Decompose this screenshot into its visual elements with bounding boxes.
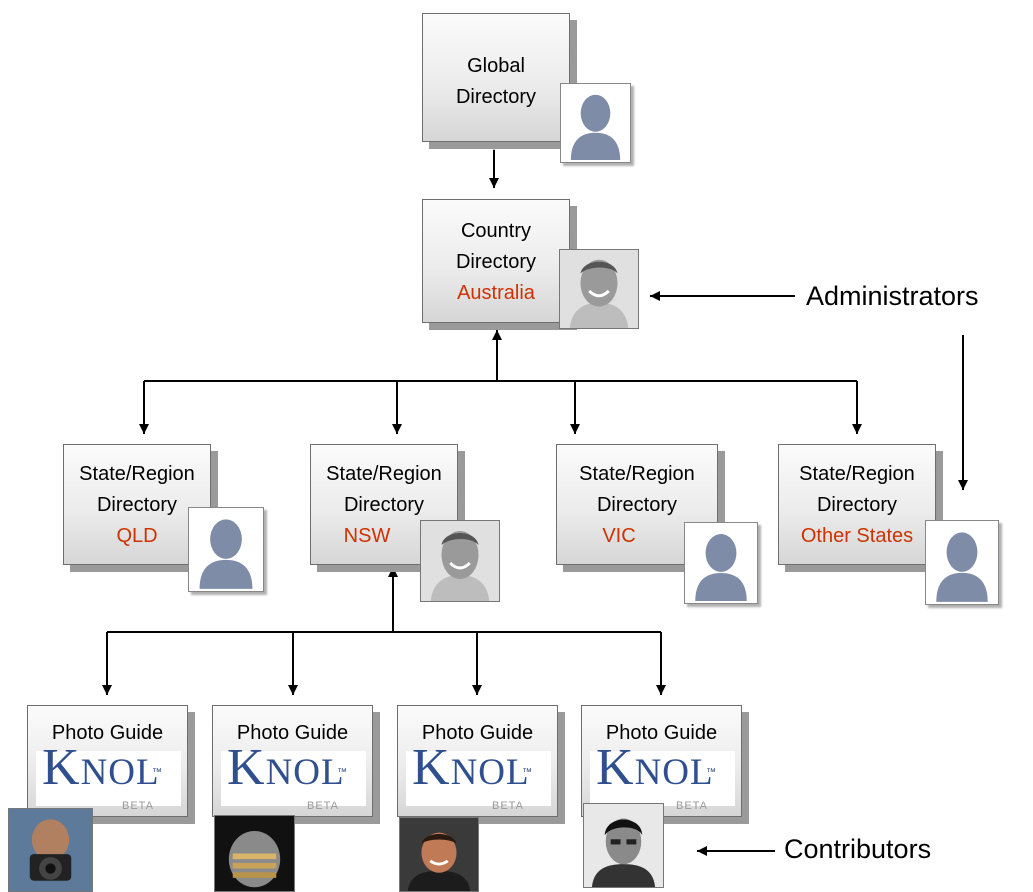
node-title-line1: State/Region <box>799 463 915 485</box>
node-title-line2: Directory <box>816 494 897 516</box>
node-title-line1: Global <box>467 55 525 77</box>
node-title-line1: State/Region <box>326 463 442 485</box>
admin-photo-country <box>559 249 639 329</box>
node-photo-guide-2[interactable]: Photo Guide KNOL ™ BETA <box>212 705 373 817</box>
node-global-directory[interactable]: Global Directory <box>422 13 570 142</box>
node-title: Photo Guide <box>236 722 349 744</box>
node-title-line1: State/Region <box>579 463 695 485</box>
administrators-label: Administrators <box>806 281 979 311</box>
node-region-name: QLD <box>116 525 158 547</box>
contributor-photo-3 <box>399 817 479 892</box>
contributor-photo-4 <box>583 803 664 888</box>
node-photo-guide-1[interactable]: Photo Guide KNOL ™ BETA <box>27 705 188 817</box>
knol-logo: KNOL ™ BETA <box>221 742 366 812</box>
node-region-name: Other States <box>800 525 914 547</box>
node-title-line2: Directory <box>96 494 177 516</box>
node-title-line1: Country <box>460 220 532 242</box>
node-title: Photo Guide <box>51 722 164 744</box>
contributor-photo-1 <box>8 808 93 892</box>
avatar-placeholder-icon <box>925 520 999 605</box>
contributor-photo-2 <box>214 815 295 892</box>
node-state-other[interactable]: State/Region Directory Other States <box>778 444 936 565</box>
node-title-line2: Directory <box>455 86 536 108</box>
node-title-line2: Directory <box>343 494 424 516</box>
node-photo-guide-3[interactable]: Photo Guide KNOL ™ BETA <box>397 705 558 817</box>
node-title: Photo Guide <box>605 722 718 744</box>
node-region-name: Australia <box>457 282 535 304</box>
knol-logo: KNOL ™ BETA <box>406 742 551 812</box>
knol-logo: KNOL ™ BETA <box>590 742 735 812</box>
node-region-name: VIC <box>602 525 636 547</box>
node-photo-guide-4[interactable]: Photo Guide KNOL ™ BETA <box>581 705 742 817</box>
node-title-line1: State/Region <box>79 463 195 485</box>
contributors-label: Contributors <box>784 834 932 864</box>
avatar-placeholder-icon <box>188 507 264 592</box>
node-title: Photo Guide <box>421 722 534 744</box>
node-title-line2: Directory <box>455 251 536 273</box>
avatar-placeholder-icon <box>560 83 631 163</box>
knol-logo: KNOL ™ BETA <box>36 742 181 812</box>
node-country-directory[interactable]: Country Directory Australia <box>422 199 570 323</box>
node-state-qld[interactable]: State/Region Directory QLD <box>63 444 211 565</box>
admin-photo-nsw <box>420 520 500 602</box>
avatar-placeholder-icon <box>684 522 758 604</box>
node-title-line2: Directory <box>596 494 677 516</box>
node-region-name: NSW <box>343 525 391 547</box>
